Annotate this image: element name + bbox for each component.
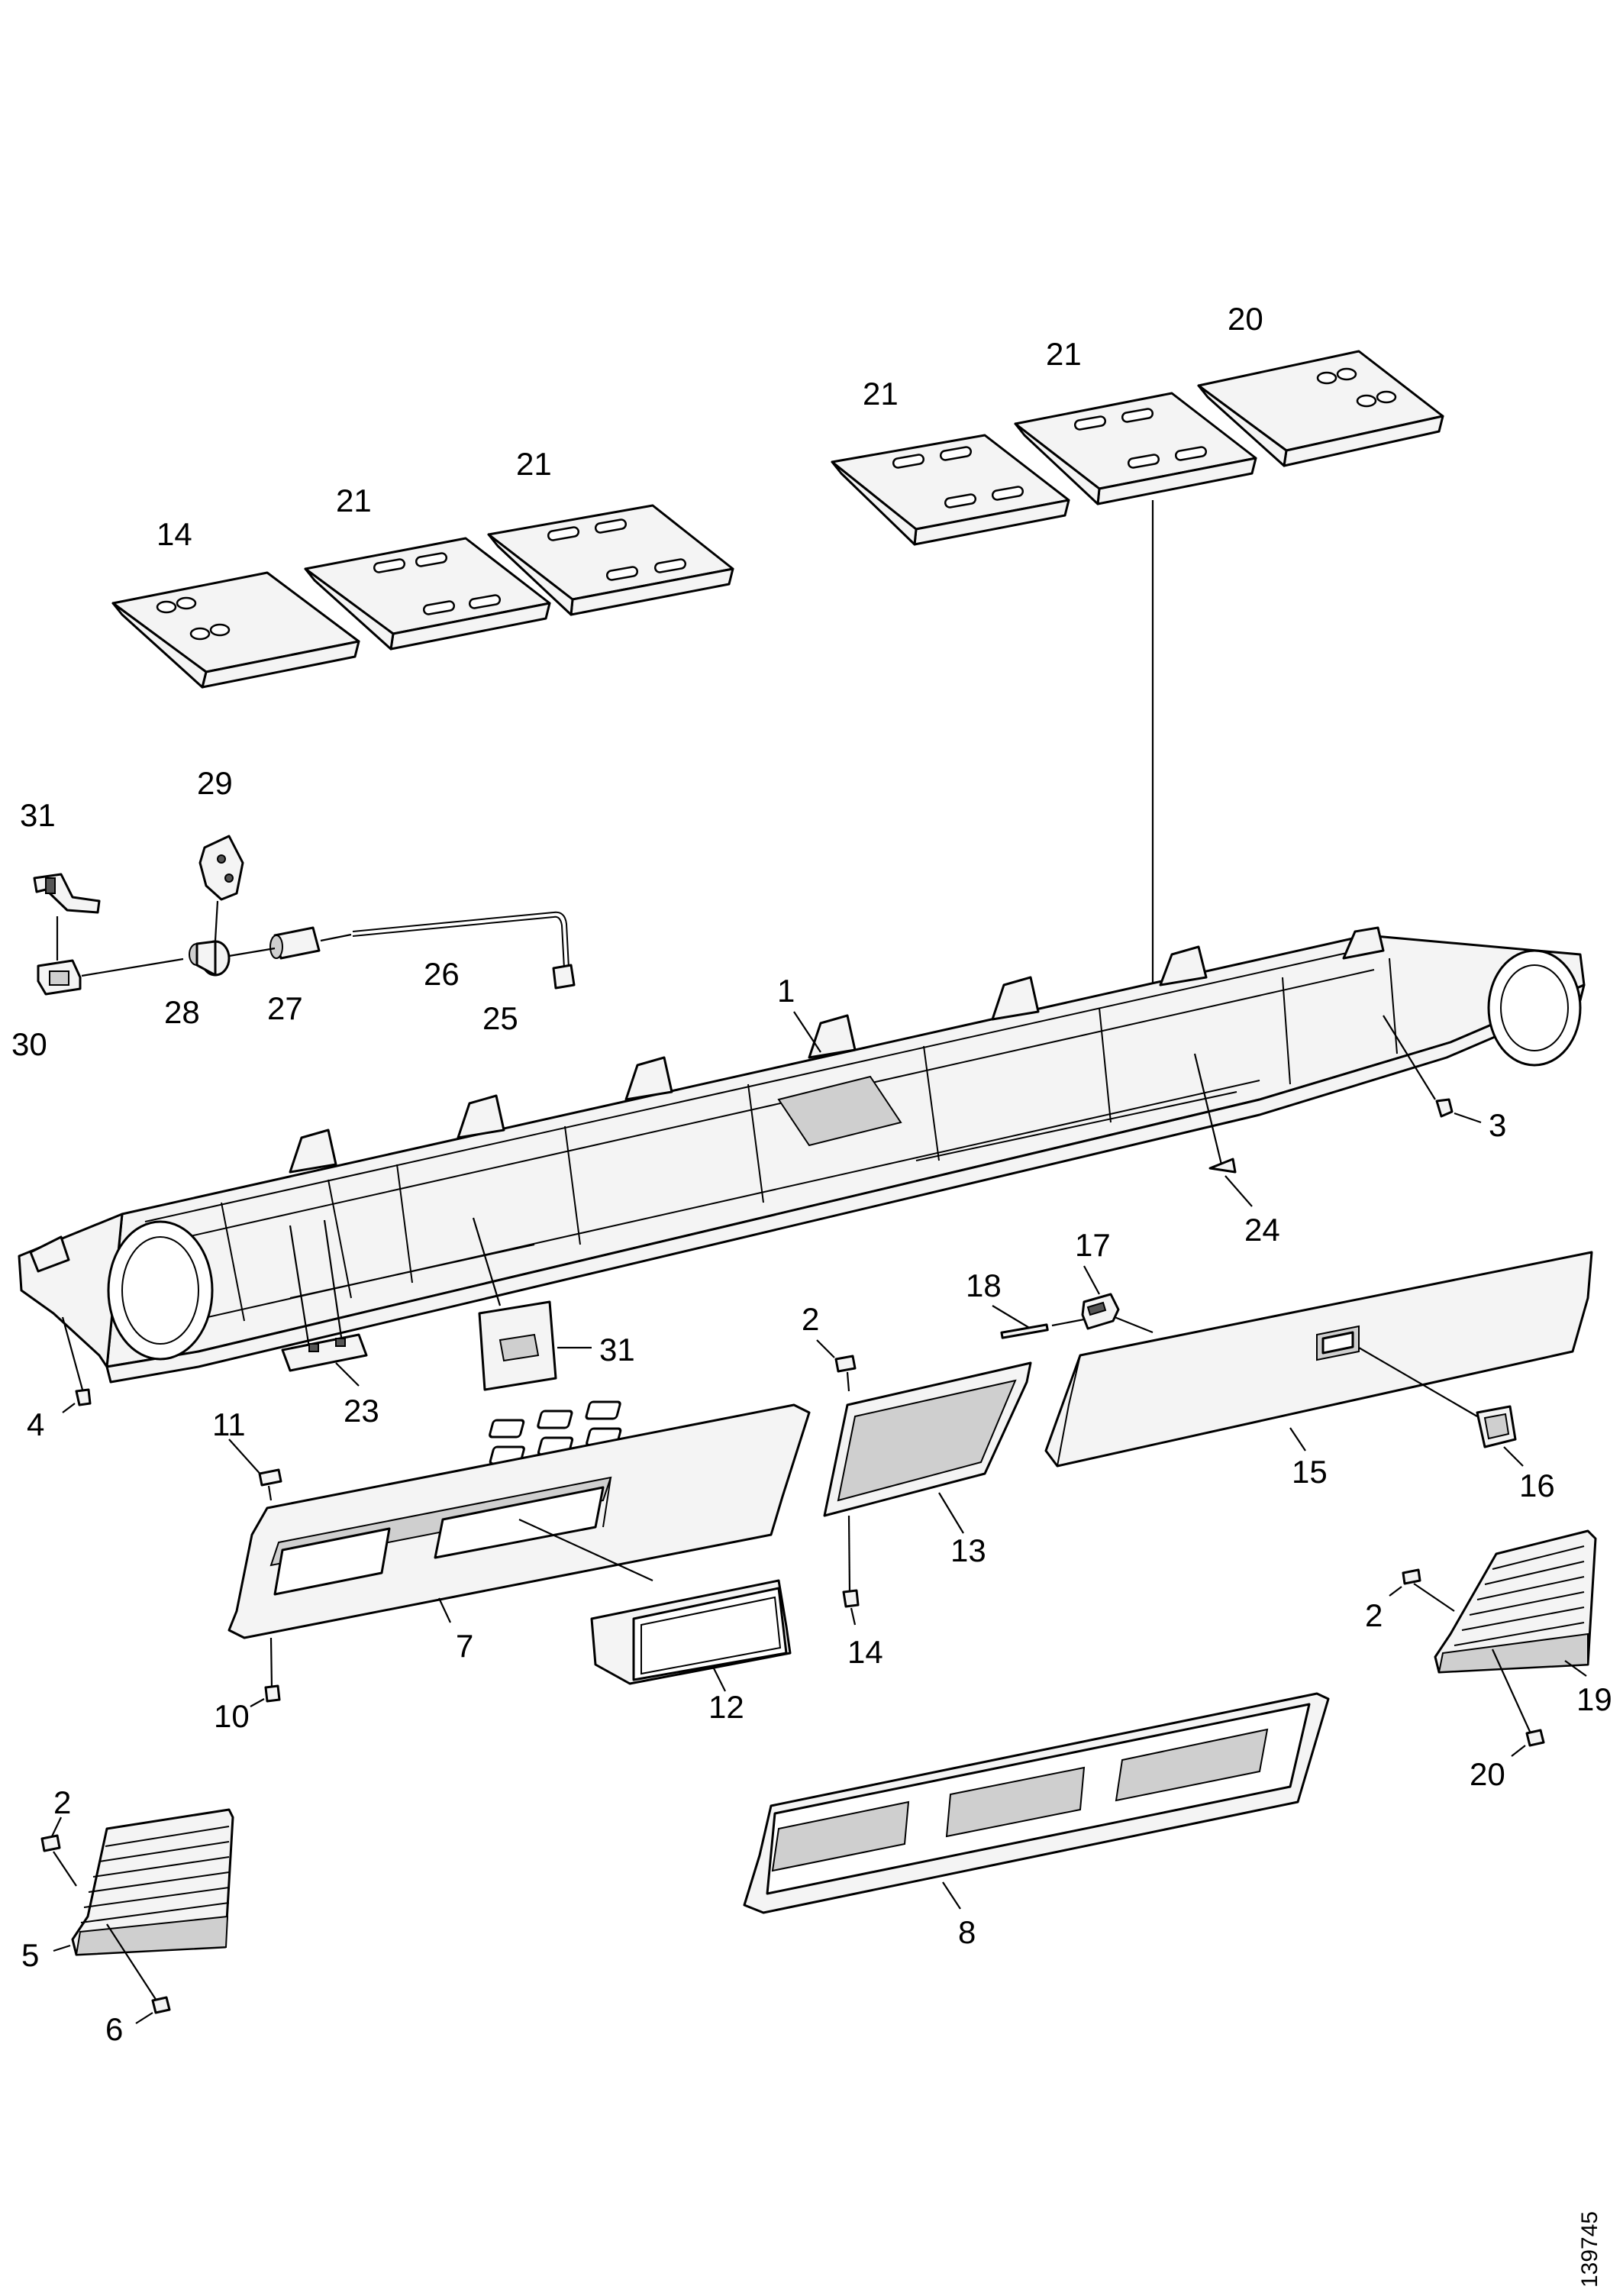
callout-15: 17	[1075, 1227, 1111, 1263]
callout-23: 24	[1244, 1212, 1280, 1248]
callout-20: 20	[1228, 301, 1263, 337]
callout-19: 14	[156, 516, 192, 552]
door-handle-14	[1358, 1347, 1524, 1467]
panel-21-b	[487, 504, 734, 616]
clip-2-left	[40, 1816, 77, 1887]
duct-10	[590, 1579, 792, 1692]
glovebox-door-13	[1044, 1251, 1593, 1468]
callout-14: 16	[1519, 1468, 1555, 1503]
bracket-30	[33, 873, 101, 961]
callout-27: 28	[164, 994, 200, 1030]
callout-2: 2	[53, 1784, 71, 1820]
callout-28: 29	[197, 765, 233, 801]
hinge-15	[1081, 1265, 1154, 1334]
callout-22: 23	[344, 1393, 379, 1429]
callout-21: 21	[336, 483, 372, 518]
callout-5: 5	[21, 1937, 39, 1973]
callout-26: 27	[267, 990, 303, 1026]
callout-3: 3	[1489, 1107, 1506, 1143]
callout-11: 13	[950, 1532, 986, 1568]
clip-9	[228, 1439, 282, 1501]
sleeve-26	[269, 926, 321, 960]
callout-10: 12	[708, 1689, 744, 1725]
clip-23	[1193, 1053, 1253, 1207]
callout-8: 10	[214, 1698, 250, 1734]
vent-grille-17	[1434, 1529, 1597, 1734]
callout-30: 31	[20, 797, 56, 833]
callout-4: 4	[27, 1406, 44, 1442]
callout-21: 21	[863, 376, 899, 412]
callout-29: 30	[11, 1026, 47, 1062]
callout-labels: 14 21 21 21 21 20 29 31 26 30 28 27 25 1…	[11, 301, 1612, 2047]
callout-9: 11	[212, 1406, 246, 1442]
screw-8	[250, 1637, 281, 1707]
callout-7: 7	[456, 1628, 473, 1664]
clip-2-right	[1389, 1568, 1455, 1612]
trim-panel-7	[227, 1403, 811, 1639]
callout-17: 19	[1576, 1681, 1612, 1717]
bushing-27	[189, 940, 231, 977]
callout-21: 21	[1046, 336, 1082, 372]
screw-12	[842, 1515, 860, 1626]
screw-6	[135, 1996, 171, 2024]
rod-25	[352, 911, 570, 969]
panel-21-d	[1014, 392, 1257, 505]
callout-25: 26	[424, 956, 460, 992]
bracket-22	[281, 1219, 368, 1387]
callout-21: 21	[516, 446, 552, 482]
callout-18: 20	[1470, 1756, 1505, 1792]
screw-3	[1383, 1015, 1482, 1124]
panel-19	[111, 571, 360, 689]
vent-grille-11	[489, 1361, 1032, 1534]
document-number: 139745	[1577, 2211, 1602, 2288]
callout-6: 6	[105, 2011, 123, 2047]
trim-panel-7A	[743, 1692, 1330, 1914]
callout-13: 15	[1292, 1454, 1328, 1490]
panel-21-c	[831, 434, 1070, 546]
callout-12: 14	[847, 1634, 883, 1670]
pin-16	[992, 1305, 1085, 1339]
block-29	[37, 959, 82, 996]
panel-20	[1197, 350, 1444, 467]
document-number-text: 139745	[1577, 2211, 1602, 2288]
callout-7A: 8	[958, 1914, 976, 1950]
callout-2: 2	[802, 1301, 819, 1337]
clip-2-center	[816, 1339, 857, 1392]
callout-2: 2	[1365, 1597, 1383, 1633]
vent-grille-5	[53, 1808, 234, 2001]
callout-16: 18	[966, 1267, 1002, 1303]
callout-31: 31	[599, 1332, 635, 1368]
bracket-28	[198, 835, 244, 941]
bracket-31	[472, 1217, 592, 1391]
callout-24: 25	[482, 1000, 518, 1036]
clip-24	[552, 964, 576, 990]
callout-1: 1	[777, 973, 795, 1009]
screw-4	[61, 1316, 92, 1413]
dashboard-frame-1	[18, 926, 1586, 1384]
screw-18	[1511, 1729, 1545, 1757]
panel-21-a	[304, 537, 551, 651]
